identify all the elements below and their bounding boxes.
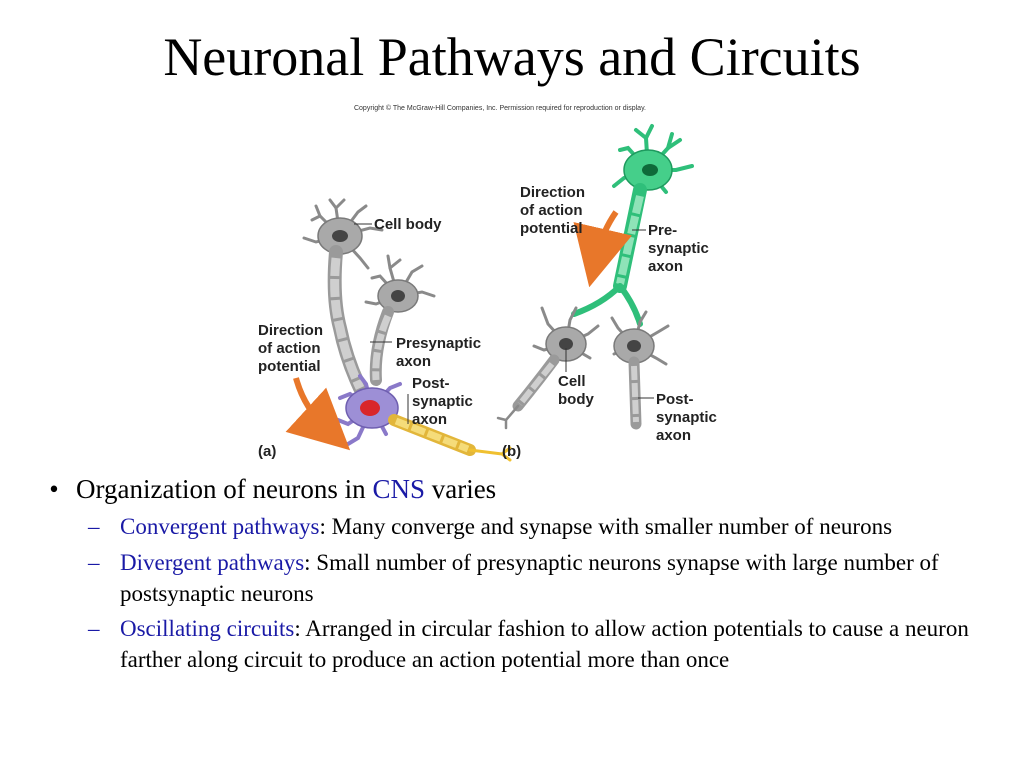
dash-marker: – <box>88 514 100 540</box>
presynaptic-neuron-2 <box>364 254 436 386</box>
term-oscillating: Oscillating circuits <box>120 616 295 642</box>
slide-title: Neuronal Pathways and Circuits <box>163 27 861 87</box>
bullet-main-text-after: varies <box>424 474 497 504</box>
sub-bullet-convergent: – Convergent pathways: Many converge and… <box>88 511 992 542</box>
bullet-main-text-before: Organization of neurons in <box>76 474 373 504</box>
direction-label-b: Direction of action potential <box>520 184 589 237</box>
panel-label-b: (b) <box>502 443 521 460</box>
postsynaptic-neuron-b2 <box>610 310 670 430</box>
sub-bullet-divergent: – Divergent pathways: Small number of pr… <box>88 547 992 610</box>
bullet-main-text: Organization of neurons in CNS varies <box>76 473 496 505</box>
dash-marker: – <box>88 616 100 642</box>
bullet-marker: • <box>49 474 59 504</box>
direction-label-a: Direction of action potential <box>258 322 327 375</box>
cell-body-label-a: Cell body <box>374 216 442 233</box>
direction-arrow-a <box>285 377 351 451</box>
term-convergent: Convergent pathways <box>120 514 320 540</box>
presynaptic-axon-label-b: Pre- synaptic axon <box>648 222 713 275</box>
presynaptic-axon-label-a: Presynaptic axon <box>396 335 485 370</box>
bullet-list: • Organization of neurons in CNS varies … <box>32 473 992 680</box>
cns-highlight: CNS <box>372 474 425 504</box>
sub-bullet-oscillating: – Oscillating circuits: Arranged in circ… <box>88 613 992 676</box>
postsynaptic-axon-label-b: Post- synaptic axon <box>656 391 721 444</box>
panel-b: Direction of action potential Pre- synap… <box>496 124 721 460</box>
dash-marker: – <box>88 549 100 575</box>
panel-a: Cell body Direction of action potential … <box>258 198 512 462</box>
postsynaptic-neuron-b1 <box>496 306 600 430</box>
term-divergent: Divergent pathways <box>120 549 305 575</box>
sub-bullet-text: Oscillating circuits: Arranged in circul… <box>120 613 992 676</box>
copyright-notice: Copyright © The McGraw-Hill Companies, I… <box>353 105 646 112</box>
bullet-main: • Organization of neurons in CNS varies … <box>32 473 992 676</box>
cell-body-label-b: Cell body <box>558 373 594 408</box>
description-convergent: : Many converge and synapse with smaller… <box>319 514 893 540</box>
description-divergent: : Small number of presynaptic neurons sy… <box>120 549 939 606</box>
description-oscillating: : Arranged in circular fashion to allow … <box>120 616 969 673</box>
direction-arrow-b <box>573 210 632 288</box>
postsynaptic-axon-label-a: Post- synaptic axon <box>412 375 477 428</box>
sub-bullet-text: Convergent pathways: Many converge and s… <box>120 511 892 542</box>
neuronal-pathways-figure: Cell body Direction of action potential … <box>258 124 721 462</box>
postsynaptic-neuron <box>336 374 512 462</box>
panel-label-a: (a) <box>258 443 276 460</box>
sub-bullet-list: – Convergent pathways: Many converge and… <box>32 511 992 675</box>
sub-bullet-text: Divergent pathways: Small number of pres… <box>120 547 992 610</box>
presynaptic-neuron-1 <box>302 198 384 395</box>
